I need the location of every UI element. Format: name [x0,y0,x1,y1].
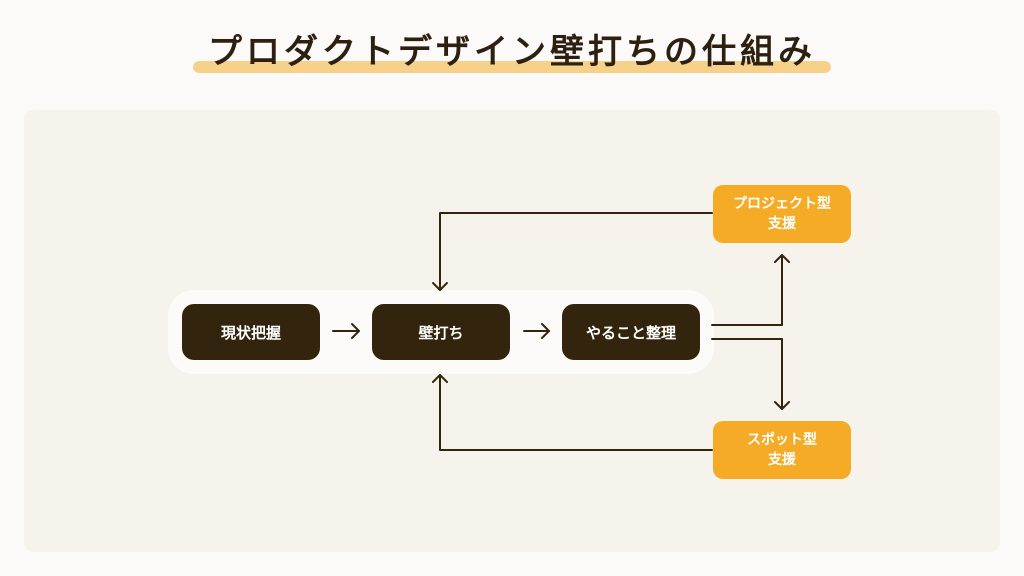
feedback-from-project-support [432,212,713,291]
arrow-step1-to-step2 [332,323,360,339]
title-area: プロダクトデザイン壁打ちの仕組み [0,0,1024,90]
step-current-state: 現状把握 [182,304,320,360]
arrow-to-project-support [711,254,790,326]
step-sparring: 壁打ち [372,304,510,360]
page-title: プロダクトデザイン壁打ちの仕組み [208,32,816,72]
arrow-to-spot-support [711,338,790,410]
outcome-spot-support: スポット型 支援 [713,421,851,479]
title-highlight [193,61,831,73]
arrow-step2-to-step3 [523,323,550,339]
outcome-project-support: プロジェクト型 支援 [713,185,851,243]
feedback-from-spot-support [432,374,713,451]
step-organize-tasks: やること整理 [562,304,700,360]
